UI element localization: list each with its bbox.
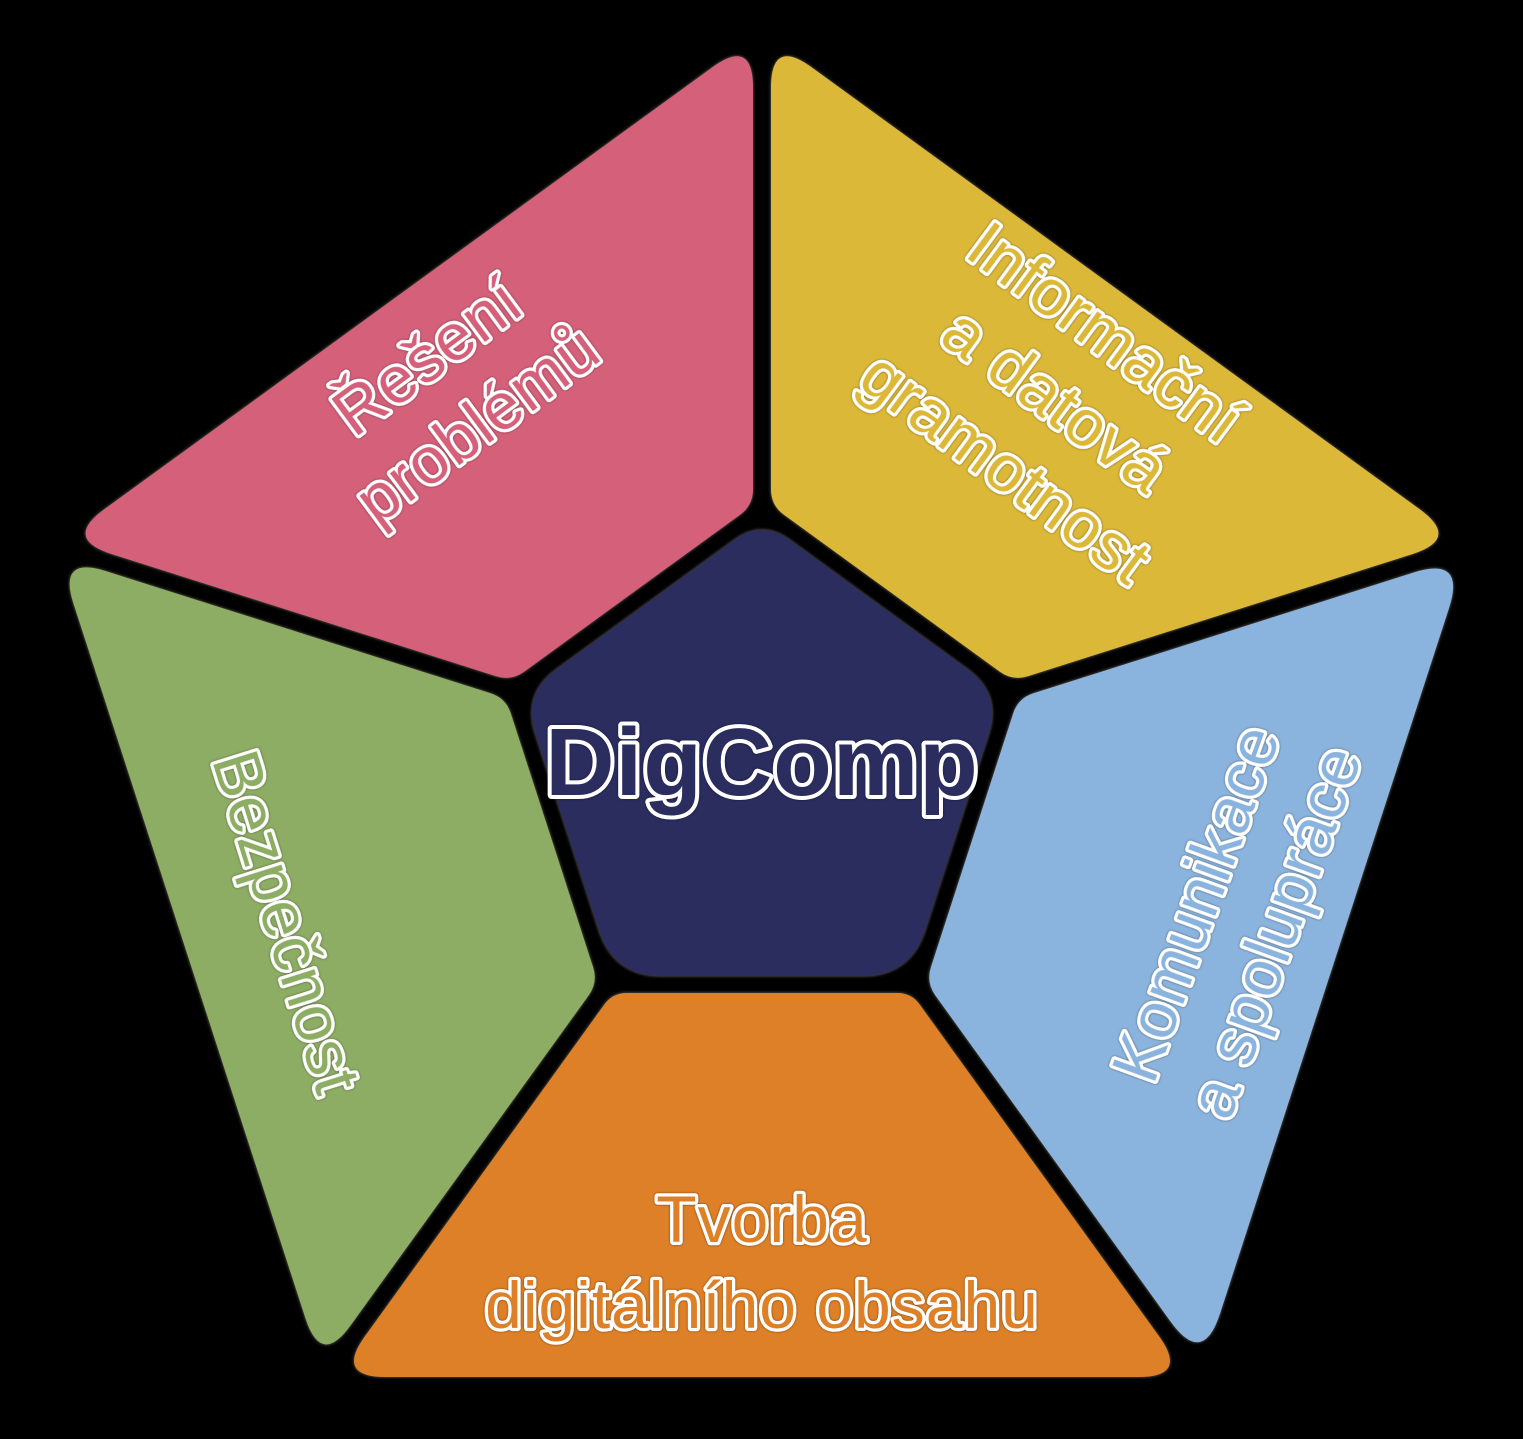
label-line: Tvorba	[656, 1182, 867, 1256]
segment-problem-solving	[85, 56, 753, 678]
label-line: digitálního obsahu	[485, 1268, 1039, 1342]
center-title-text: DigComp	[545, 709, 979, 816]
segment-communication-collaboration	[929, 568, 1454, 1343]
segment-digital-content-creation	[354, 993, 1170, 1377]
label-digital-content-creation: Tvorba digitálního obsahu	[485, 1182, 1039, 1342]
center-title: DigComp	[545, 709, 979, 816]
center-pentagon	[531, 529, 993, 976]
segment-information-data-literacy	[771, 56, 1439, 678]
segment-safety	[69, 567, 595, 1345]
